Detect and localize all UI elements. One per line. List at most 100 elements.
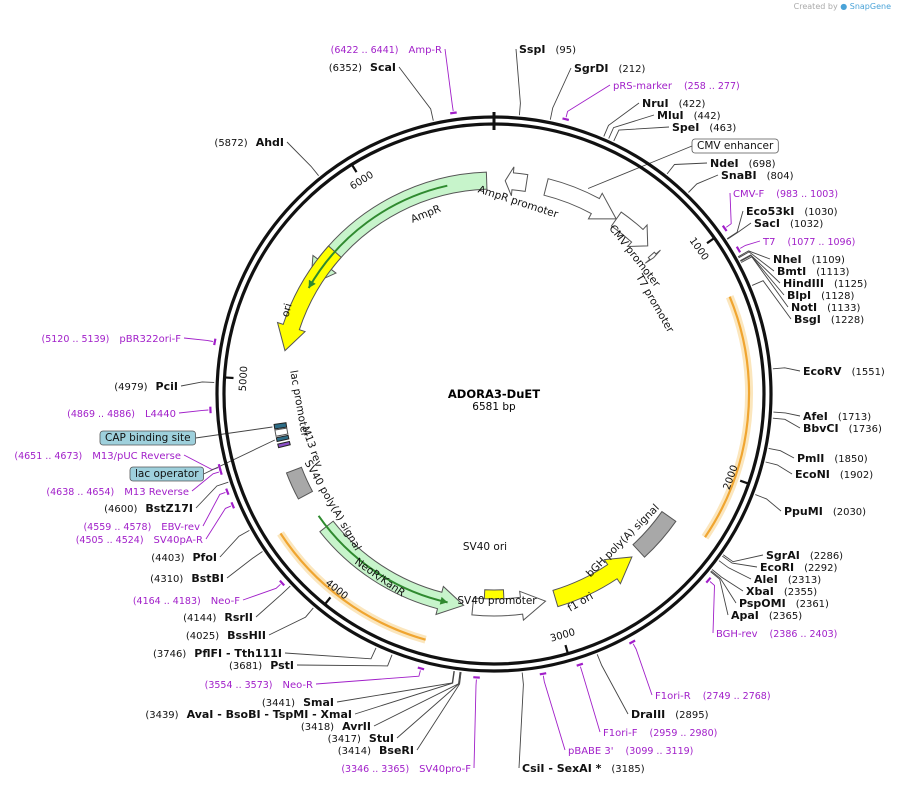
primer-f1ori-f[interactable]: F1ori-F(2959 .. 2980)	[603, 728, 717, 739]
enzyme-site-draiii[interactable]: DraIII(2895)	[631, 708, 709, 721]
primer-position: (2959 .. 2980)	[649, 728, 717, 739]
enzyme-position: (1113)	[816, 267, 849, 278]
orange-arc	[279, 532, 426, 641]
feature-label-sv40-promoter: SV40 promoter	[457, 595, 537, 607]
enzyme-site-saci[interactable]: SacI(1032)	[754, 217, 823, 230]
enzyme-site-bmti[interactable]: BmtI(1113)	[777, 265, 850, 278]
primer-m13-puc-reverse[interactable]: M13/pUC Reverse(4651 .. 4673)	[14, 451, 181, 462]
enzyme-site-sgrai[interactable]: SgrAI(2286)	[766, 549, 843, 562]
primer-name: pRS-marker	[613, 81, 673, 92]
enzyme-site-rsrii[interactable]: RsrII(4144)	[183, 611, 253, 624]
leader-line	[726, 210, 744, 240]
enzyme-name: AvaI - BsoBI - TspMI - XmaI	[187, 708, 352, 721]
enzyme-site-mlui[interactable]: MluI(442)	[657, 109, 721, 122]
enzyme-name: NotI	[791, 301, 817, 314]
primer-f1ori-r[interactable]: F1ori-R(2749 .. 2768)	[655, 691, 771, 702]
primer-sv40pa-r[interactable]: SV40pA-R(4505 .. 4524)	[76, 535, 203, 546]
enzyme-name: BlpI	[787, 289, 811, 302]
boxed-label-frame	[691, 138, 779, 154]
enzyme-site-blpi[interactable]: BlpI(1128)	[787, 289, 854, 302]
leader-line	[255, 585, 291, 618]
enzyme-site-snabi[interactable]: SnaBI(804)	[721, 169, 794, 182]
primer-mark	[735, 246, 742, 253]
enzyme-site-stui[interactable]: StuI(3417)	[328, 732, 394, 745]
enzyme-site-pspomi[interactable]: PspOMI(2361)	[739, 597, 829, 610]
enzyme-position: (4600)	[104, 504, 137, 515]
enzyme-site-alei[interactable]: AleI(2313)	[754, 573, 821, 586]
primer-name: pBR322ori-F	[119, 334, 181, 345]
enzyme-site-ecorv[interactable]: EcoRV(1551)	[803, 365, 885, 378]
enzyme-site-pfoi[interactable]: PfoI(4403)	[151, 551, 217, 564]
enzyme-site-pmli[interactable]: PmlI(1850)	[797, 452, 868, 465]
enzyme-site-noti[interactable]: NotI(1133)	[791, 301, 860, 314]
enzyme-position: (3681)	[229, 661, 262, 672]
primer-name: SV40pA-R	[154, 535, 203, 546]
enzyme-name: CsiI - SexAI *	[522, 762, 602, 775]
leader-line	[549, 67, 572, 120]
enzyme-site-pflfi-tth111i[interactable]: PflFI - Tth111I(3746)	[153, 647, 282, 660]
enzyme-position: (2895)	[675, 710, 708, 721]
enzyme-site-bsshii[interactable]: BssHII(4025)	[186, 629, 266, 642]
enzyme-site-bstbi[interactable]: BstBI(4310)	[150, 572, 224, 585]
primer-position: (4651 .. 4673)	[14, 451, 82, 462]
enzyme-site-psti[interactable]: PstI(3681)	[229, 659, 294, 672]
enzyme-position: (4403)	[151, 553, 184, 564]
primer-t7[interactable]: T7(1077 .. 1096)	[762, 237, 855, 248]
enzyme-site-nhei[interactable]: NheI(1109)	[773, 253, 845, 266]
enzyme-position: (2286)	[810, 551, 843, 562]
enzyme-site-ppumi[interactable]: PpuMI(2030)	[784, 505, 866, 518]
primer-amp-r[interactable]: Amp-R(6422 .. 6441)	[331, 45, 442, 56]
enzyme-site-avrii[interactable]: AvrII(3418)	[301, 720, 371, 733]
enzyme-site-ahdi[interactable]: AhdI(5872)	[214, 136, 284, 149]
enzyme-site-nrui[interactable]: NruI(422)	[642, 97, 706, 110]
primer-cmv-f[interactable]: CMV-F(983 .. 1003)	[733, 189, 838, 200]
boxed-label-lac-operator[interactable]: lac operator	[129, 466, 204, 482]
enzyme-site-apai[interactable]: ApaI(2365)	[731, 609, 802, 622]
enzyme-site-hindiii[interactable]: HindIII(1125)	[783, 277, 867, 290]
enzyme-site-smai[interactable]: SmaI(3441)	[262, 696, 334, 709]
primer-bgh-rev[interactable]: BGH-rev(2386 .. 2403)	[716, 629, 837, 640]
enzyme-site-bstz17i[interactable]: BstZ17I(4600)	[104, 502, 193, 515]
enzyme-site-sgrdi[interactable]: SgrDI(212)	[574, 62, 645, 75]
primer-m13-reverse[interactable]: M13 Reverse(4638 .. 4654)	[46, 487, 189, 498]
boxed-label-cap-binding-site[interactable]: CAP binding site	[99, 430, 196, 446]
leader-line	[739, 240, 761, 249]
feature-ori	[276, 245, 342, 352]
enzyme-name: HindIII	[783, 277, 824, 290]
primer-position: (258 .. 277)	[684, 81, 740, 92]
enzyme-site-econi[interactable]: EcoNI(1902)	[795, 468, 873, 481]
boxed-label-cmv-enhancer[interactable]: CMV enhancer	[691, 138, 779, 154]
enzyme-site-eco53ki[interactable]: Eco53kI(1030)	[746, 205, 838, 218]
enzyme-site-avai-bsobi-tspmi-xmai[interactable]: AvaI - BsoBI - TspMI - XmaI(3439)	[145, 708, 352, 721]
enzyme-site-scai[interactable]: ScaI(6352)	[329, 61, 396, 74]
primer-ebv-rev[interactable]: EBV-rev(4559 .. 4578)	[83, 522, 200, 533]
enzyme-position: (1902)	[840, 470, 873, 481]
enzyme-site-bsgi[interactable]: BsgI(1228)	[794, 313, 864, 326]
enzyme-site-bseri[interactable]: BseRI(3414)	[338, 744, 414, 757]
enzyme-site-spei[interactable]: SpeI(463)	[672, 121, 736, 134]
primer-pbr322ori-f[interactable]: pBR322ori-F(5120 .. 5139)	[42, 334, 182, 345]
enzyme-site-pcii[interactable]: PciI(4979)	[114, 380, 178, 393]
primer-position: (4638 .. 4654)	[46, 487, 114, 498]
primer-sv40pro-f[interactable]: SV40pro-F(3346 .. 3365)	[341, 764, 471, 775]
enzyme-name: EcoRI	[760, 561, 794, 574]
enzyme-site-csii-sexai[interactable]: CsiI - SexAI *(3185)	[522, 762, 645, 775]
enzyme-site-afei[interactable]: AfeI(1713)	[803, 410, 871, 423]
leader-line	[709, 581, 715, 634]
enzyme-site-ecori[interactable]: EcoRI(2292)	[760, 561, 838, 574]
enzyme-site-sspi[interactable]: SspI(95)	[519, 43, 576, 56]
primer-neo-f[interactable]: Neo-F(4164 .. 4183)	[133, 596, 240, 607]
enzyme-site-xbai[interactable]: XbaI(2355)	[746, 585, 817, 598]
enzyme-site-ndei[interactable]: NdeI(698)	[710, 157, 776, 170]
primer-position: (1077 .. 1096)	[787, 237, 855, 248]
primer-pbabe-3[interactable]: pBABE 3'(3099 .. 3119)	[568, 746, 693, 757]
primer-neo-r[interactable]: Neo-R(3554 .. 3573)	[205, 680, 313, 691]
primer-l4440[interactable]: L4440(4869 .. 4886)	[67, 409, 176, 420]
primer-prs-marker[interactable]: pRS-marker (258 .. 277)	[613, 81, 740, 92]
leader-line	[178, 409, 209, 414]
leader-line	[710, 571, 729, 616]
leader-line	[203, 439, 275, 475]
leader-line	[373, 671, 461, 727]
orf-arrowhead	[439, 596, 448, 605]
enzyme-site-bbvci[interactable]: BbvCI(1736)	[803, 422, 882, 435]
